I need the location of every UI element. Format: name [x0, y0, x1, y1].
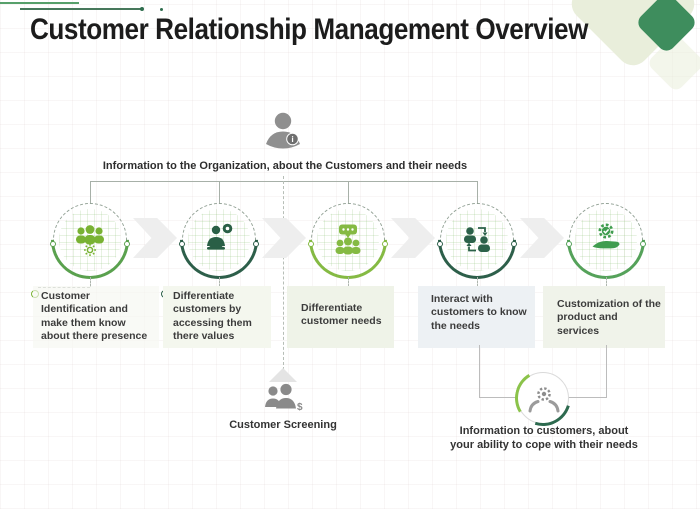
stage-dash-vertical	[606, 277, 607, 287]
stage-label: Differentiate customer needs	[301, 302, 382, 328]
feedback-line-right-h	[567, 397, 607, 398]
organization-person-icon: i	[258, 108, 308, 154]
connector-drop-2	[219, 181, 220, 204]
agent-laptop-icon	[199, 219, 239, 264]
flow-arrow-icon	[262, 218, 306, 258]
stage-text-box-2: Differentiate customers by accessing the…	[163, 286, 271, 348]
info-badge-glyph: i	[291, 134, 293, 144]
arc-endcap	[566, 241, 572, 247]
feedback-label: Information to customers, about your abi…	[450, 425, 638, 452]
circle-dashed-ring	[53, 203, 127, 277]
feedback-line-left-h	[479, 397, 519, 398]
connector-horizontal	[90, 181, 478, 182]
customer-screening-label: Customer Screening	[229, 419, 337, 431]
stage-circle-3	[292, 184, 404, 296]
arc-endcap	[50, 241, 56, 247]
stage-text-box-3: Differentiate customer needs	[287, 286, 394, 348]
feedback-line-right	[606, 345, 607, 398]
team-gear-icon	[70, 219, 110, 264]
stage-label: Customer Identification and make them kn…	[41, 290, 148, 343]
connector-drop-3	[348, 181, 349, 204]
flow-arrow-icon	[133, 218, 177, 258]
hand-service-icon	[586, 219, 626, 264]
header-line-dot	[160, 8, 163, 11]
flow-arrow-icon	[520, 218, 564, 258]
stage-dash-vertical	[219, 277, 220, 287]
circle-dashed-ring	[182, 203, 256, 277]
header-underline	[20, 8, 142, 10]
arc-endcap	[179, 241, 185, 247]
feedback-line-left	[479, 345, 480, 398]
page-title: Customer Relationship Management Overvie…	[30, 13, 588, 46]
stage-text-box-1: Customer Identification and make them kn…	[33, 286, 159, 348]
stage-circle-4	[421, 184, 533, 296]
arc-endcap	[640, 241, 646, 247]
stage-text-box-4: Interact with customers to know the need…	[418, 286, 535, 348]
arc-endcap	[437, 241, 443, 247]
arc-endcap	[124, 241, 130, 247]
stage-circle-1	[34, 184, 146, 296]
stage-dash-vertical	[90, 277, 91, 287]
arc-endcap	[511, 241, 517, 247]
hands-gear-icon	[521, 381, 567, 422]
hands-gear-circle	[505, 360, 581, 436]
dollar-glyph: $	[297, 402, 303, 413]
stage-text-box-5: Customization of the product and service…	[543, 286, 665, 348]
center-dashed-line	[283, 176, 284, 370]
connector-drop-4	[477, 181, 478, 204]
flow-arrow-icon	[391, 218, 435, 258]
connector-drop-1	[90, 181, 91, 204]
header-accent-line	[0, 2, 79, 4]
circle-dashed-ring	[311, 203, 385, 277]
customer-screening-icon: $	[259, 383, 307, 422]
circle-dashed-ring	[440, 203, 514, 277]
stage-label: Customization of the product and service…	[557, 298, 661, 337]
stage-circle-5	[550, 184, 662, 296]
stage-label: Differentiate customers by accessing the…	[173, 290, 252, 343]
arc-endcap	[382, 241, 388, 247]
customer-interaction-icon	[457, 219, 497, 264]
stage-label: Interact with customers to know the need…	[431, 293, 527, 332]
top-caption: Information to the Organization, about t…	[102, 160, 468, 172]
arc-endcap	[253, 241, 259, 247]
stage-dash-vertical	[477, 277, 478, 287]
arc-endcap	[308, 241, 314, 247]
circle-dashed-ring	[569, 203, 643, 277]
up-arrow-icon	[269, 368, 297, 382]
group-discussion-icon	[328, 219, 368, 264]
stage-circle-2	[163, 184, 275, 296]
header-line-dot	[140, 7, 144, 11]
stage-dash-vertical	[348, 277, 349, 287]
